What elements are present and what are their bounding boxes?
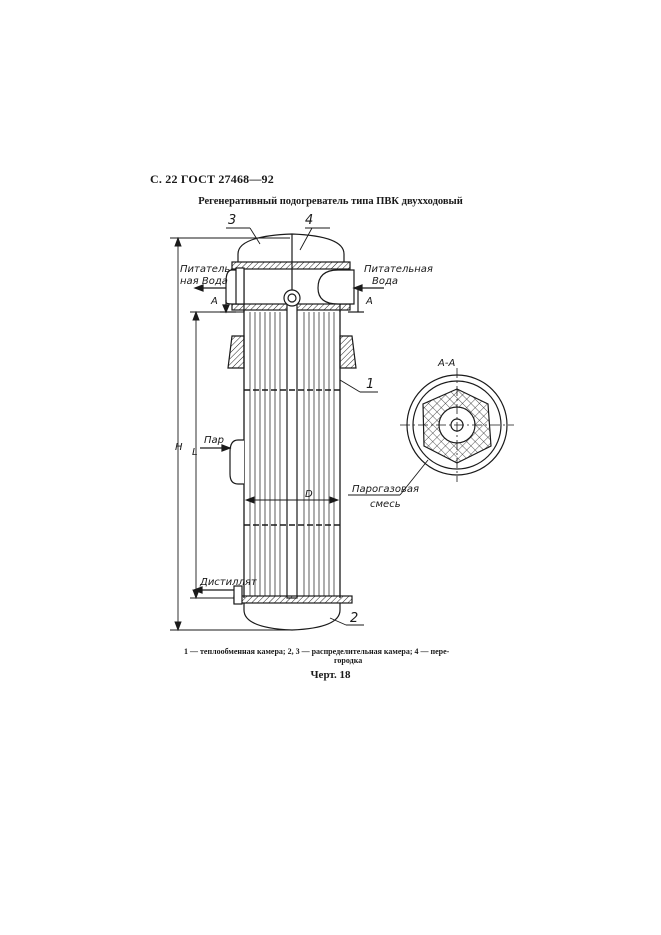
tube-bundle: [249, 312, 335, 596]
caption-line-2: городка: [334, 656, 363, 665]
figure-number: Черт. 18: [310, 669, 351, 681]
section-a-a: [400, 368, 514, 482]
feedwater-left-label-2: ная Вода: [180, 276, 228, 287]
steam-label: Пар: [204, 435, 224, 446]
section-title: А-А: [437, 358, 455, 369]
dimension-l-label: L: [192, 447, 198, 458]
dimension-lines: [170, 236, 340, 632]
feedwater-right-label-1: Питательная: [364, 264, 433, 275]
steam-inlet: [229, 439, 244, 485]
callout-2: 2: [350, 611, 358, 626]
distillate-label: Дистиллят: [199, 577, 258, 588]
caption-line-1: 1 — теплообменная камера; 2, 3 — распред…: [184, 647, 450, 656]
figure-caption: 1 — теплообменная камера; 2, 3 — распред…: [184, 647, 484, 665]
callout-4: 4: [305, 213, 313, 228]
mixture-label-1: Парогазовая: [352, 484, 419, 495]
feedwater-left-label-1: Питатель-: [180, 264, 234, 275]
feedwater-right-label-2: Вода: [372, 276, 398, 287]
callout-3: 3: [228, 213, 236, 228]
figure-title: Регенеративный подогреватель типа ПВК дв…: [198, 196, 463, 207]
section-mark-right: А: [365, 296, 373, 307]
dimension-d-label: D: [305, 489, 313, 500]
bottom-distribution-chamber: [233, 585, 353, 631]
support-brackets: [227, 335, 357, 369]
callout-1: 1: [366, 377, 374, 392]
mixture-label-2: смесь: [370, 499, 401, 510]
page-header: С. 22 ГОСТ 27468—92: [150, 172, 274, 186]
feedwater-nozzles: [225, 267, 355, 305]
section-mark-left: А: [210, 296, 218, 307]
baffles: [244, 389, 340, 526]
leader-lines: [226, 227, 429, 626]
dimension-h-label: H: [175, 442, 183, 453]
